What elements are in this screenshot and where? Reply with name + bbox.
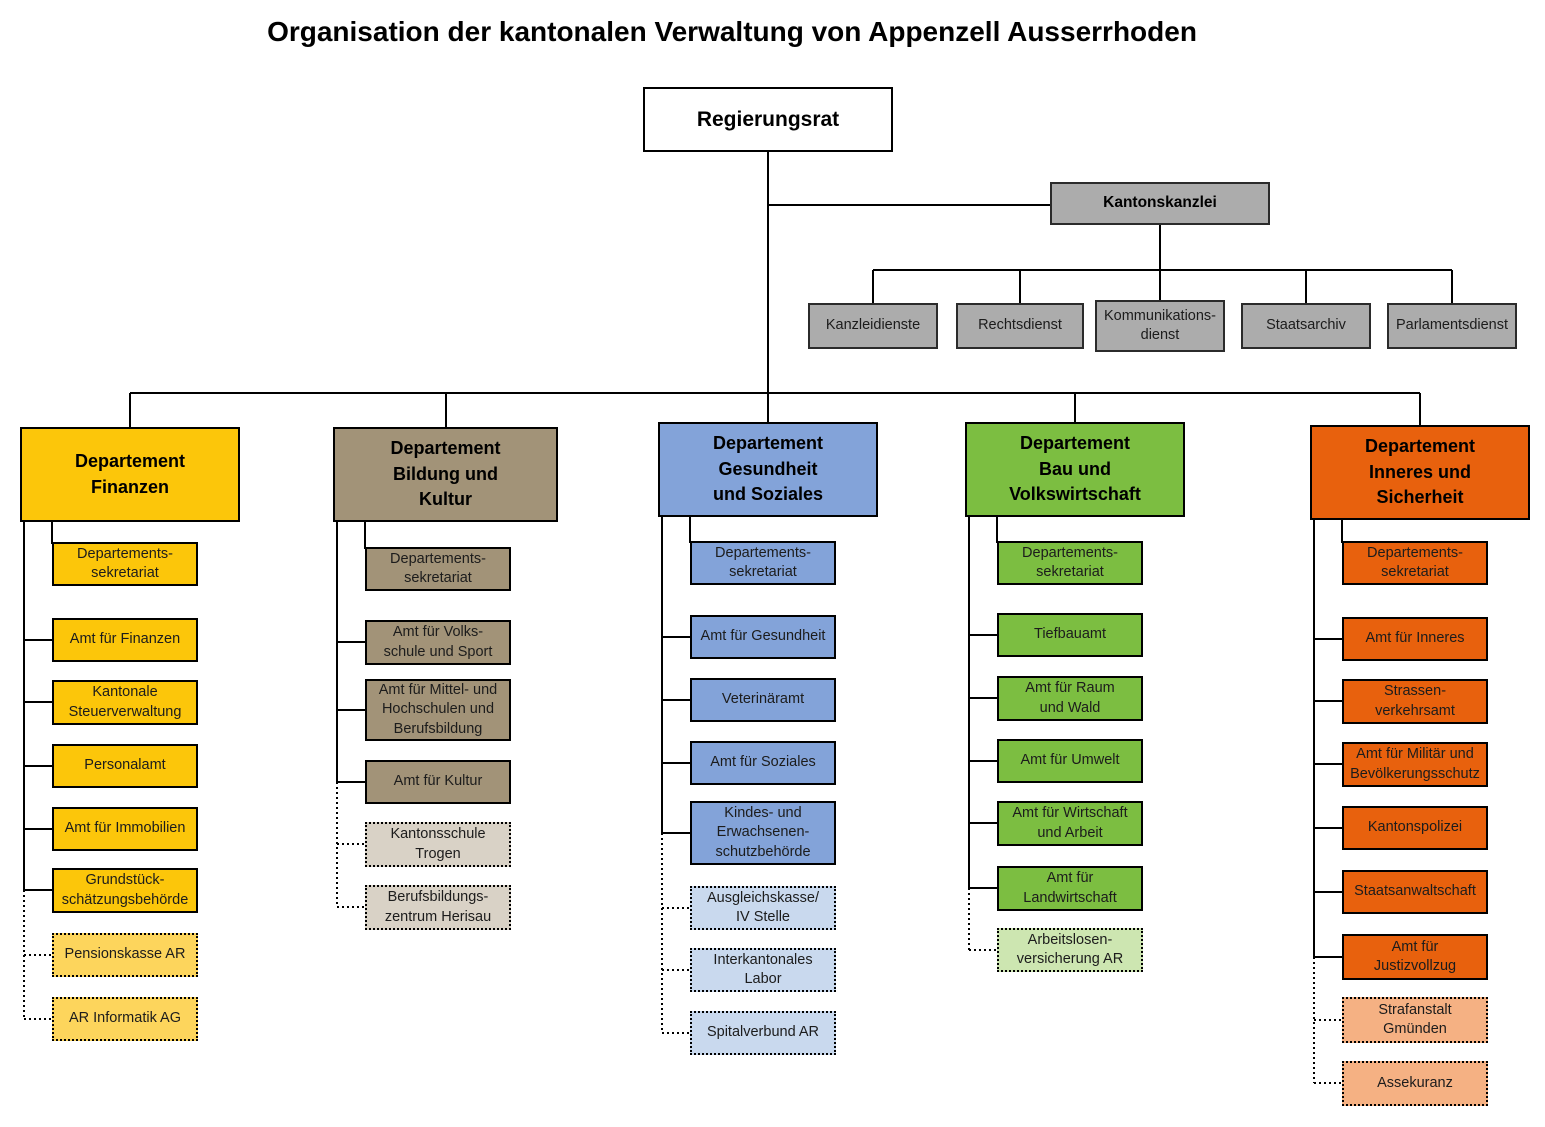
- unit-amt-fuer-inneres: Amt für Inneres: [1342, 617, 1488, 661]
- unit-strassenverkehrsamt: Strassen- verkehrsamt: [1342, 679, 1488, 724]
- unit-personalamt: Personalamt: [52, 744, 198, 788]
- unit-amt-raum-wald: Amt für Raum und Wald: [997, 676, 1143, 721]
- unit-amt-militaer-bevoelkerungsschutz: Amt für Militär und Bevölkerungsschutz: [1342, 742, 1488, 787]
- unit-tiefbauamt: Tiefbauamt: [997, 613, 1143, 657]
- regierungsrat-box: Regierungsrat: [643, 87, 893, 152]
- unit-amt-fuer-gesundheit: Amt für Gesundheit: [690, 615, 836, 659]
- unit-pensionskasse-ar: Pensionskasse AR: [52, 933, 198, 977]
- unit-amt-fuer-immobilien: Amt für Immobilien: [52, 807, 198, 851]
- unit-inneres-sekretariat: Departements- sekretariat: [1342, 541, 1488, 585]
- unit-amt-fuer-kultur: Amt für Kultur: [365, 760, 511, 804]
- kanzlei-unit-kanzleidienste: Kanzleidienste: [808, 303, 938, 349]
- unit-arbeitslosenversicherung-ar: Arbeitslosen- versicherung AR: [997, 928, 1143, 972]
- dept-bildung-kultur-header: Departement Bildung und Kultur: [333, 427, 558, 522]
- kantonskanzlei-box: Kantonskanzlei: [1050, 182, 1270, 225]
- unit-kindes-erwachsenenschutzbehoerde: Kindes- und Erwachsenen- schutzbehörde: [690, 801, 836, 865]
- unit-strafanstalt-gmuenden: Strafanstalt Gmünden: [1342, 997, 1488, 1043]
- unit-amt-fuer-umwelt: Amt für Umwelt: [997, 739, 1143, 783]
- unit-ausgleichskasse-iv-stelle: Ausgleichskasse/ IV Stelle: [690, 886, 836, 930]
- kanzlei-unit-kommunikationsdienst: Kommunikations- dienst: [1095, 300, 1225, 352]
- dept-inneres-sicherheit-header: Departement Inneres und Sicherheit: [1310, 425, 1530, 520]
- unit-amt-fuer-soziales: Amt für Soziales: [690, 741, 836, 785]
- unit-ar-informatik-ag: AR Informatik AG: [52, 997, 198, 1041]
- dept-gesundheit-soziales-header: Departement Gesundheit und Soziales: [658, 422, 878, 517]
- unit-bau-sekretariat: Departements- sekretariat: [997, 541, 1143, 585]
- unit-gesundheit-sekretariat: Departements- sekretariat: [690, 541, 836, 585]
- unit-finanzen-sekretariat: Departements- sekretariat: [52, 542, 198, 586]
- unit-kantonsschule-trogen: Kantonsschule Trogen: [365, 822, 511, 867]
- unit-amt-fuer-landwirtschaft: Amt für Landwirtschaft: [997, 866, 1143, 911]
- unit-bildung-sekretariat: Departements- sekretariat: [365, 547, 511, 591]
- unit-berufsbildungszentrum-herisau: Berufsbildungs- zentrum Herisau: [365, 885, 511, 930]
- unit-amt-volksschule-sport: Amt für Volks- schule und Sport: [365, 620, 511, 665]
- unit-amt-fuer-finanzen: Amt für Finanzen: [52, 618, 198, 662]
- page-title: Organisation der kantonalen Verwaltung v…: [267, 16, 1197, 47]
- dept-bau-volkswirtschaft-header: Departement Bau und Volkswirtschaft: [965, 422, 1185, 517]
- kanzlei-unit-parlamentsdienst: Parlamentsdienst: [1387, 303, 1517, 349]
- unit-spitalverbund-ar: Spitalverbund AR: [690, 1011, 836, 1055]
- unit-staatsanwaltschaft: Staatsanwaltschaft: [1342, 870, 1488, 914]
- unit-interkantonales-labor: Interkantonales Labor: [690, 948, 836, 992]
- unit-kantonale-steuerverwaltung: Kantonale Steuerverwaltung: [52, 680, 198, 725]
- unit-amt-wirtschaft-arbeit: Amt für Wirtschaft und Arbeit: [997, 801, 1143, 846]
- unit-grundstueckschaetzungsbehoerde: Grundstück- schätzungsbehörde: [52, 868, 198, 913]
- unit-amt-mittel-hochschulen-berufsbildung: Amt für Mittel- und Hochschulen und Beru…: [365, 679, 511, 741]
- dept-finanzen-header: Departement Finanzen: [20, 427, 240, 522]
- unit-kantonspolizei: Kantonspolizei: [1342, 806, 1488, 850]
- kanzlei-unit-staatsarchiv: Staatsarchiv: [1241, 303, 1371, 349]
- unit-assekuranz: Assekuranz: [1342, 1061, 1488, 1106]
- kanzlei-unit-rechtsdienst: Rechtsdienst: [956, 303, 1084, 349]
- unit-veterinaeramt: Veterinäramt: [690, 678, 836, 722]
- unit-amt-fuer-justizvollzug: Amt für Justizvollzug: [1342, 934, 1488, 980]
